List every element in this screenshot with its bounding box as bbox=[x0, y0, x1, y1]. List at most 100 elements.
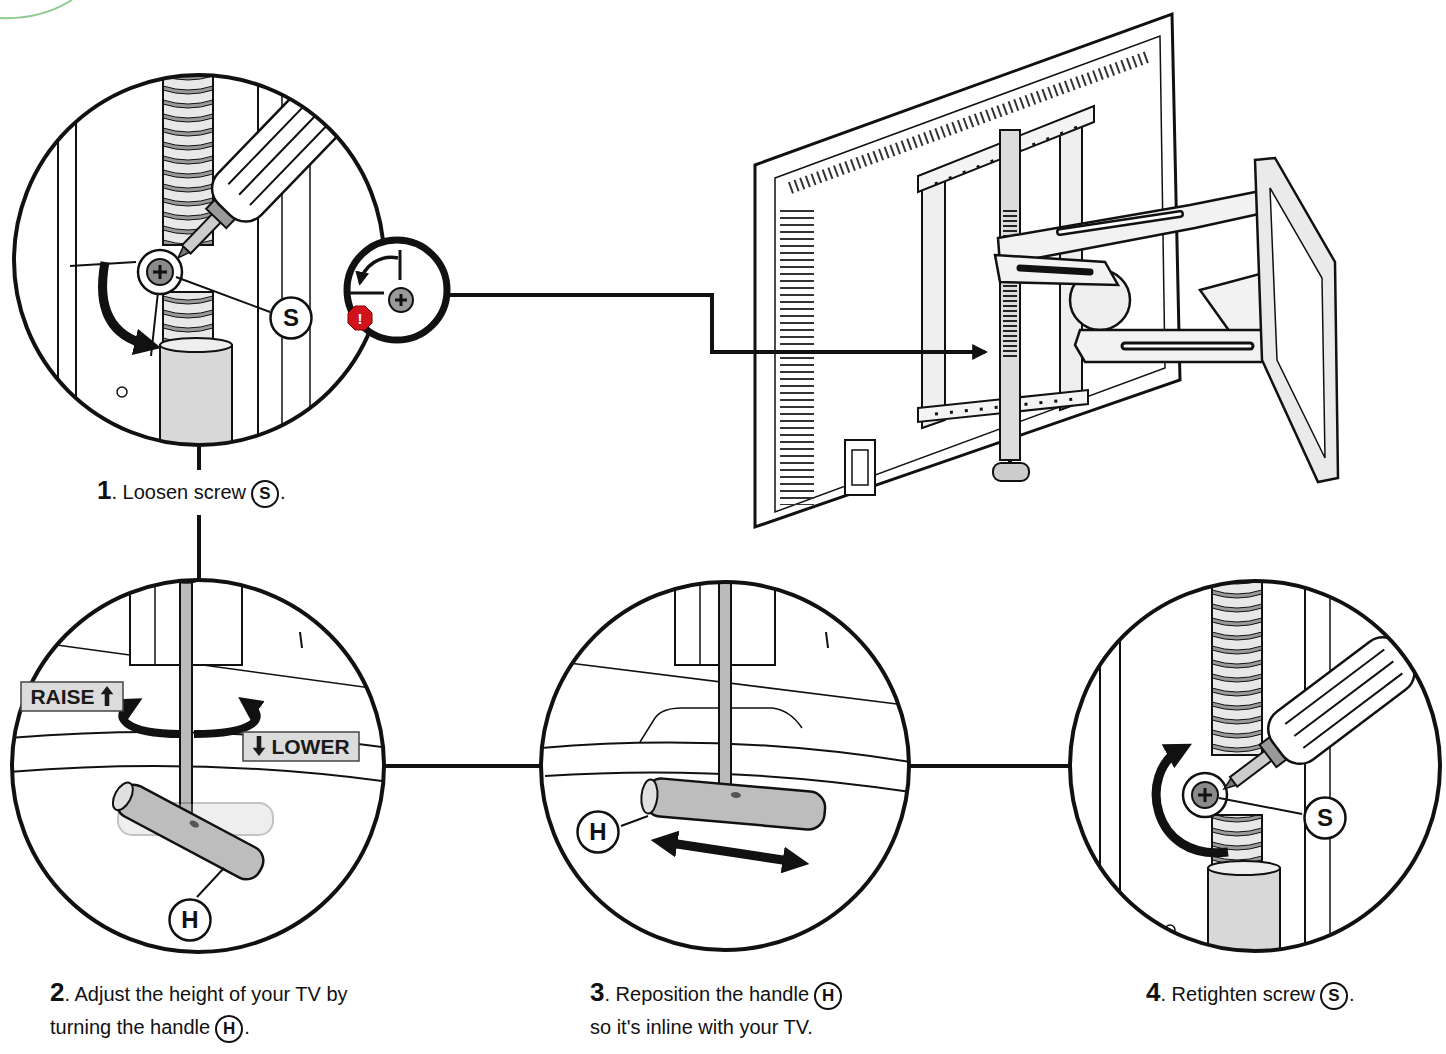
step-line bbox=[197, 447, 201, 470]
step-line bbox=[197, 515, 201, 581]
callout-outline bbox=[271, 298, 312, 339]
loosen-icon bbox=[360, 257, 398, 283]
step1-detail bbox=[14, 60, 384, 475]
arm-slot bbox=[1060, 214, 1180, 232]
threaded-rod bbox=[163, 60, 213, 245]
step-line bbox=[384, 764, 541, 768]
rod-tube bbox=[160, 345, 232, 475]
tv-inner-frame bbox=[775, 36, 1165, 512]
callout-letter: S bbox=[1317, 806, 1333, 830]
detail-circle bbox=[541, 582, 909, 950]
tv-back bbox=[755, 14, 1180, 527]
screw-collar bbox=[138, 250, 182, 294]
part-reference: H bbox=[215, 1015, 243, 1043]
step4-detail bbox=[1304, 570, 1306, 960]
screw-head bbox=[1192, 782, 1218, 808]
turn-arrow bbox=[1156, 750, 1228, 853]
rotate-arrow bbox=[122, 704, 180, 734]
callout-circle: H bbox=[576, 810, 620, 854]
mount-spine bbox=[1000, 130, 1020, 460]
handle bbox=[644, 777, 827, 831]
handle-bar bbox=[993, 463, 1029, 481]
step1-detail bbox=[57, 60, 59, 460]
step2-detail bbox=[10, 570, 390, 952]
step2-detail bbox=[300, 632, 302, 648]
callout-circle: H bbox=[168, 898, 212, 942]
mount-arm bbox=[998, 190, 1268, 265]
step-number: 3 bbox=[590, 977, 604, 1007]
callout-outline bbox=[1305, 798, 1346, 839]
rod-tube bbox=[160, 338, 232, 352]
detail-circle bbox=[14, 75, 384, 445]
turn-arrow bbox=[103, 262, 148, 345]
step3-detail bbox=[826, 632, 828, 648]
direction-label: LOWER bbox=[271, 736, 349, 757]
tv-port bbox=[852, 450, 868, 485]
step-line bbox=[909, 764, 1070, 768]
callout-circle: S bbox=[1303, 796, 1347, 840]
warning-octagon bbox=[348, 306, 372, 330]
step-number: 4 bbox=[1146, 977, 1160, 1007]
step-text: . bbox=[280, 481, 286, 503]
leader-line bbox=[1219, 798, 1302, 814]
spine-thread bbox=[1003, 210, 1017, 360]
step4-detail bbox=[1070, 570, 1440, 988]
callout-letter: S bbox=[283, 306, 299, 330]
step-caption: 3. Reposition the handleHso it's inline … bbox=[590, 976, 930, 1044]
arm-slot bbox=[1020, 268, 1090, 272]
part-reference: S bbox=[251, 480, 279, 508]
rotate-arrow bbox=[194, 704, 257, 734]
arrow-glyph bbox=[100, 686, 113, 706]
down-arrow-icon bbox=[252, 736, 266, 756]
arm-slot bbox=[1060, 214, 1180, 232]
step-text: . Adjust the height of your TV by turnin… bbox=[50, 983, 348, 1038]
rod-tube bbox=[1208, 868, 1280, 988]
mount-rail bbox=[922, 172, 945, 428]
handle bbox=[109, 779, 137, 813]
arm-slot bbox=[1125, 342, 1250, 351]
handle bbox=[640, 779, 659, 814]
handle bbox=[108, 778, 269, 885]
arm-slot bbox=[1125, 345, 1250, 348]
loosen-icon bbox=[395, 294, 407, 306]
tag-outline bbox=[21, 682, 123, 711]
callout-letter: H bbox=[181, 908, 198, 932]
tv-side-vent bbox=[780, 210, 814, 505]
screwdriver bbox=[156, 81, 350, 279]
part-reference: S bbox=[1320, 982, 1348, 1010]
node-content: RAISE bbox=[30, 686, 113, 707]
screwdriver bbox=[203, 81, 350, 231]
step-caption: 1. Loosen screwS. bbox=[97, 474, 397, 509]
step3-detail bbox=[540, 570, 910, 950]
screwdriver bbox=[1206, 628, 1423, 813]
leader-line bbox=[197, 868, 224, 897]
wall-plate bbox=[1270, 188, 1325, 458]
node-content: LOWER bbox=[252, 736, 349, 757]
leader-line bbox=[621, 816, 648, 826]
node-content: S bbox=[1317, 806, 1333, 830]
detail-circle bbox=[1070, 581, 1440, 951]
handle-rod bbox=[719, 575, 731, 790]
step4-detail bbox=[1119, 570, 1121, 960]
direction-tag: LOWER bbox=[242, 731, 360, 762]
threaded-rod bbox=[1212, 570, 1262, 755]
logo-arc bbox=[0, 0, 72, 18]
screw-cross bbox=[153, 265, 167, 279]
loosen-icon bbox=[399, 250, 402, 280]
part-reference: H bbox=[814, 982, 842, 1010]
handle-rod bbox=[180, 575, 192, 815]
loosen-icon bbox=[389, 288, 413, 312]
step-text: . Retighten screw bbox=[1160, 983, 1315, 1005]
handle bbox=[111, 779, 268, 884]
callout-outline bbox=[578, 812, 619, 853]
node-content: H bbox=[589, 820, 606, 844]
callout-letter: H bbox=[589, 820, 606, 844]
pointer-line bbox=[450, 295, 985, 352]
step-text: . bbox=[1349, 983, 1355, 1005]
rod-tube bbox=[1208, 861, 1280, 875]
step4-detail bbox=[1100, 570, 1423, 988]
tv-port bbox=[845, 440, 875, 495]
slide-arrow bbox=[664, 842, 796, 862]
step-text: . bbox=[244, 1016, 250, 1038]
